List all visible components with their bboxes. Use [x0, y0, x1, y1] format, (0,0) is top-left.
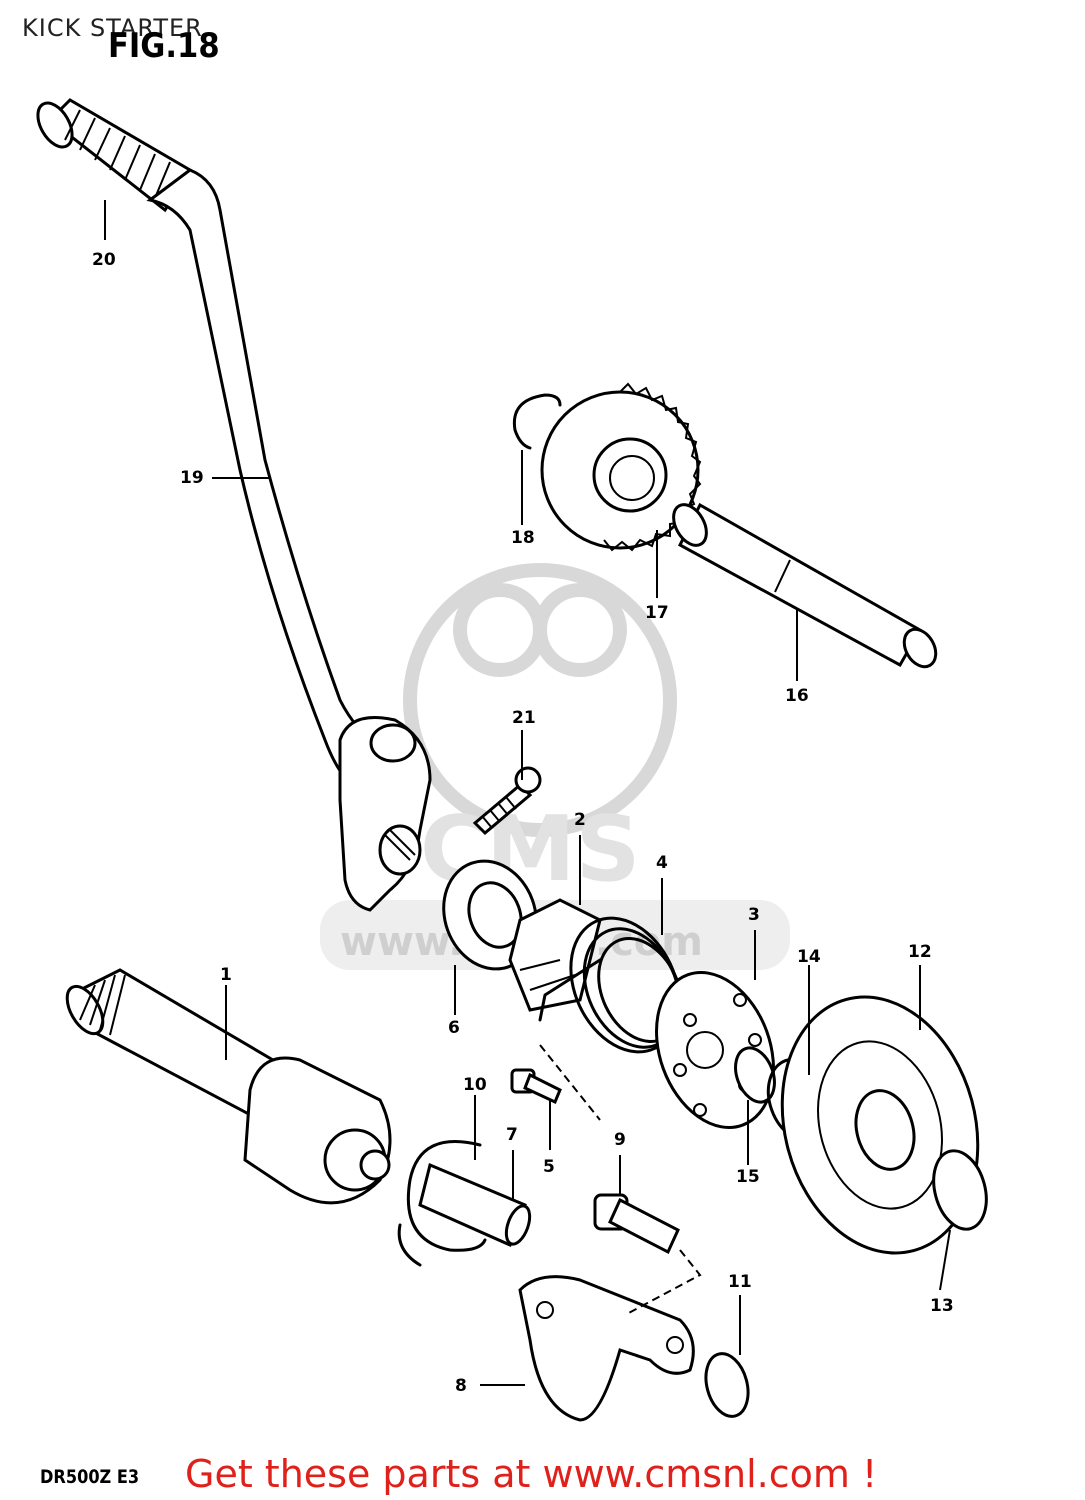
- part-label-12: 12: [908, 942, 932, 962]
- part-label-14: 14: [797, 947, 821, 967]
- part-label-17: 17: [645, 603, 669, 623]
- part-label-2: 2: [574, 810, 586, 830]
- part-label-10: 10: [463, 1075, 487, 1095]
- part-label-13: 13: [930, 1296, 954, 1316]
- figure-number: FIG.18: [108, 26, 220, 66]
- part-2-starter-guide: [508, 898, 602, 1012]
- part-label-21: 21: [512, 708, 536, 728]
- part-3-spring-guide: [655, 971, 775, 1129]
- part-9-bolt: [593, 1193, 680, 1255]
- part-20-kick-grip: [36, 98, 193, 213]
- part-11-washer: [704, 1352, 750, 1418]
- part-13-circlip: [932, 1149, 988, 1231]
- leader-lines: [104, 200, 951, 1386]
- part-18-circlip: [512, 393, 562, 450]
- part-label-7: 7: [506, 1125, 518, 1145]
- part-16-shaft: [672, 502, 938, 669]
- part-5-bolt: [510, 1068, 562, 1105]
- part-17-idle-gear: [540, 382, 702, 552]
- part-10-circlip: [406, 1140, 487, 1252]
- part-label-9: 9: [614, 1130, 626, 1150]
- part-7-pin: [418, 1162, 532, 1248]
- model-code: DR500Z E3: [40, 1466, 140, 1488]
- part-label-3: 3: [748, 905, 760, 925]
- part-label-20: 20: [92, 250, 116, 270]
- part-label-8: 8: [455, 1376, 467, 1396]
- promo-banner[interactable]: Get these parts at www.cmsnl.com !: [185, 1452, 877, 1496]
- promo-link[interactable]: Get these parts at www.cmsnl.com !: [185, 1452, 878, 1496]
- page-title: KICK STARTER: [22, 14, 203, 42]
- part-label-15: 15: [736, 1167, 760, 1187]
- part-label-4: 4: [656, 853, 668, 873]
- part-label-16: 16: [785, 686, 809, 706]
- part-15-washer: [734, 1046, 776, 1104]
- part-label-6: 6: [448, 1018, 460, 1038]
- part-6-oil-seal: [442, 859, 538, 971]
- part-1-kick-shaft: [65, 968, 392, 1205]
- part-label-1: 1: [220, 965, 232, 985]
- part-12-drive-gear: [780, 995, 980, 1255]
- part-label-5: 5: [543, 1157, 555, 1177]
- part-19-kick-lever: [146, 168, 432, 912]
- part-label-18: 18: [511, 528, 535, 548]
- part-label-19: 19: [180, 468, 204, 488]
- part-8-stopper: [518, 1275, 695, 1422]
- part-label-11: 11: [728, 1272, 752, 1292]
